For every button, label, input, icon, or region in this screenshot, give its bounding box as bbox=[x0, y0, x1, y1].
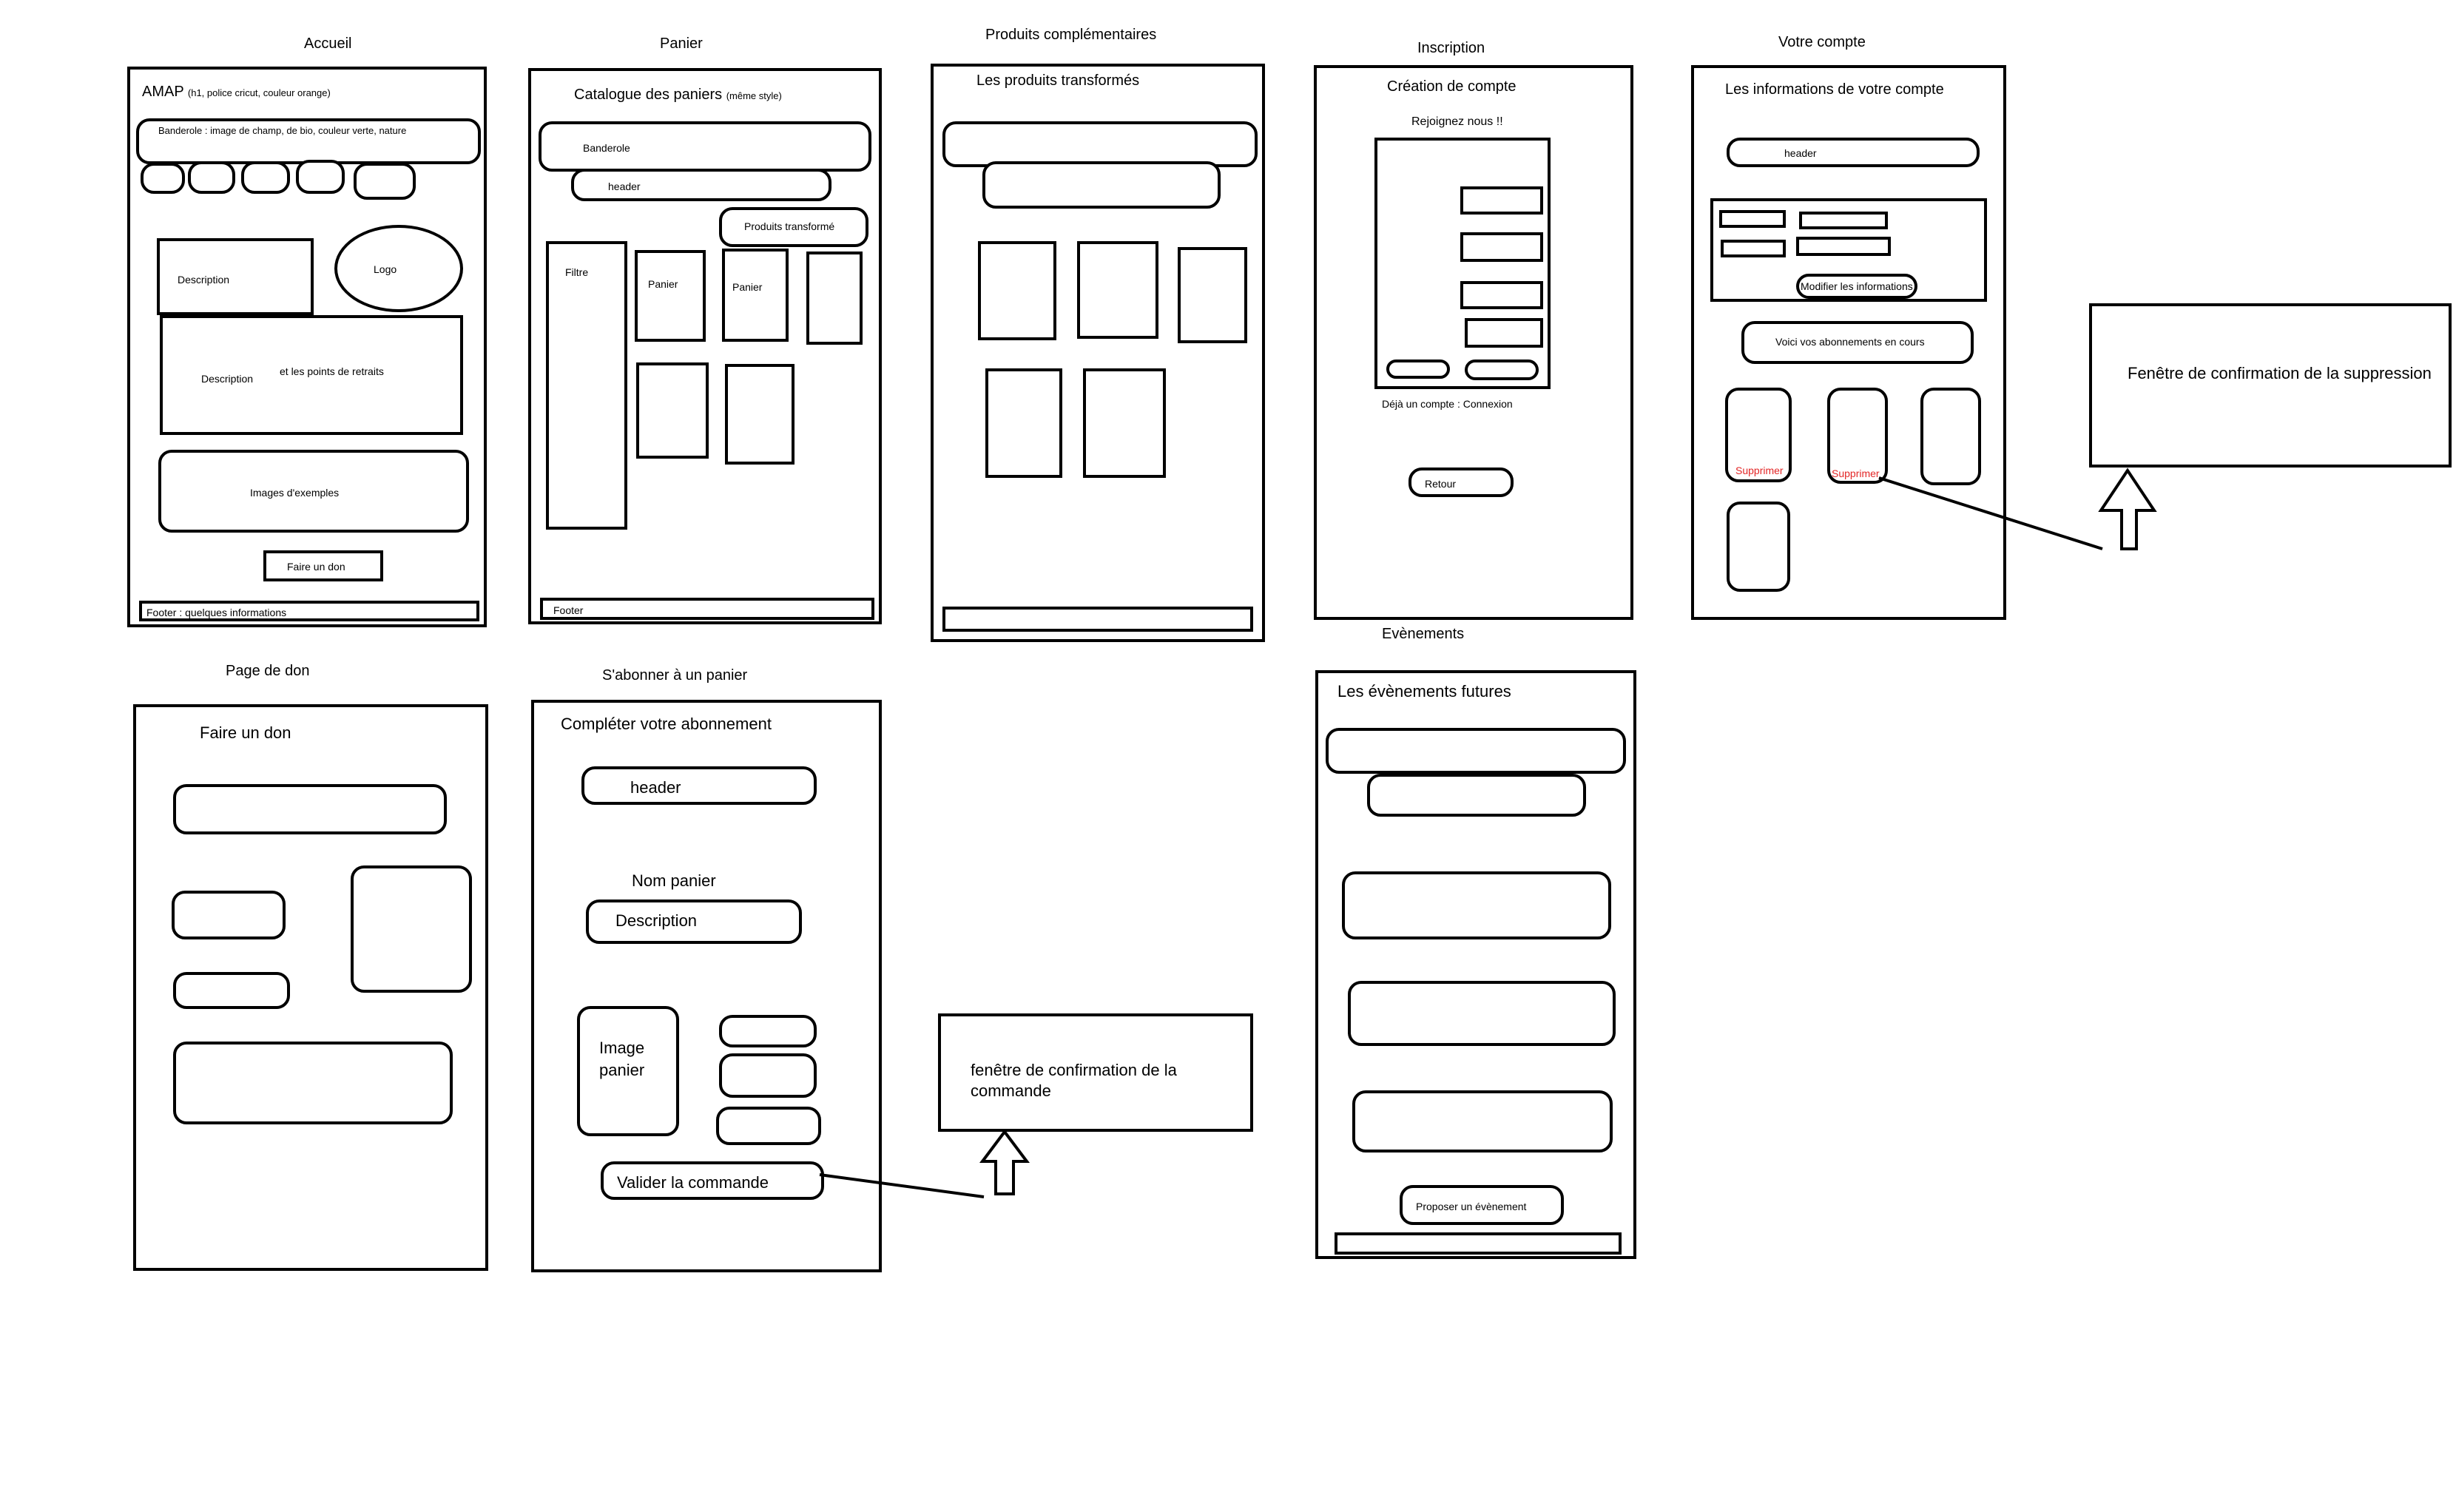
produits-item-4[interactable] bbox=[985, 368, 1062, 478]
title-don: Page de don bbox=[226, 663, 310, 679]
abonner-header: header bbox=[581, 766, 817, 805]
compte-info-label-1 bbox=[1719, 210, 1786, 228]
inscription-heading: Création de compte bbox=[1387, 78, 1517, 95]
don-field-2[interactable] bbox=[173, 972, 290, 1009]
produits-footer bbox=[942, 607, 1253, 632]
accueil-donate-button[interactable]: Faire un don bbox=[263, 550, 383, 581]
produits-item-1[interactable] bbox=[978, 241, 1056, 340]
compte-subscription-4[interactable] bbox=[1727, 502, 1790, 592]
evenements-event-1[interactable] bbox=[1342, 871, 1611, 939]
compte-subscription-1[interactable]: Supprimer bbox=[1725, 388, 1792, 482]
abonner-basket-image: Image panier bbox=[577, 1006, 679, 1136]
compte-info-value-1 bbox=[1799, 212, 1888, 229]
inscription-field-2[interactable] bbox=[1460, 232, 1543, 262]
title-abonner: S'abonner à un panier bbox=[602, 667, 748, 684]
compte-heading: Les informations de votre compte bbox=[1725, 81, 1944, 98]
accueil-images: Images d'exemples bbox=[158, 450, 469, 533]
delete-connector-line bbox=[1878, 476, 2103, 550]
produits-item-5[interactable] bbox=[1083, 368, 1166, 478]
evenements-footer bbox=[1335, 1232, 1622, 1255]
panier-basket-3[interactable] bbox=[806, 252, 863, 345]
inscription-button-1[interactable] bbox=[1386, 360, 1450, 379]
don-heading: Faire un don bbox=[200, 723, 291, 742]
panier-basket-4[interactable] bbox=[636, 362, 709, 459]
abonner-heading: Compléter votre abonnement bbox=[561, 715, 772, 733]
compte-subscriptions: Voici vos abonnements en cours bbox=[1741, 321, 1974, 364]
don-field-1[interactable] bbox=[172, 891, 286, 939]
abonner-option-2[interactable] bbox=[719, 1053, 817, 1098]
accueil-description-2: Description et les points de retraits bbox=[160, 315, 463, 435]
inscription-field-4[interactable] bbox=[1465, 318, 1543, 348]
title-compte: Votre compte bbox=[1778, 34, 1866, 50]
inscription-field-3[interactable] bbox=[1460, 281, 1543, 309]
evenements-event-3[interactable] bbox=[1352, 1090, 1613, 1152]
panier-filter[interactable]: Filtre bbox=[546, 241, 627, 530]
accueil-description-1: Description bbox=[157, 238, 314, 315]
inscription-login-link[interactable]: Déjà un compte : Connexion bbox=[1382, 398, 1513, 410]
compte-info-label-2 bbox=[1721, 240, 1786, 257]
title-produits: Produits complémentaires bbox=[985, 27, 1157, 43]
title-accueil: Accueil bbox=[304, 36, 352, 52]
accueil-nav-4[interactable] bbox=[296, 160, 345, 194]
evenements-event-2[interactable] bbox=[1348, 981, 1616, 1046]
compte-info-value-2 bbox=[1796, 237, 1891, 256]
panier-basket-2[interactable]: Panier bbox=[722, 249, 789, 342]
compte-header: header bbox=[1727, 138, 1980, 167]
abonner-basket-name: Nom panier bbox=[632, 871, 716, 890]
panier-header: header bbox=[571, 169, 831, 201]
suppression-up-arrow bbox=[2098, 468, 2157, 550]
compte-modify-button[interactable]: Modifier les informations bbox=[1796, 274, 1917, 299]
panier-basket-1[interactable]: Panier bbox=[635, 250, 706, 342]
inscription-join: Rejoignez nous !! bbox=[1411, 115, 1503, 128]
title-inscription: Inscription bbox=[1417, 40, 1485, 56]
abonner-description: Description bbox=[586, 900, 802, 944]
panier-transformed-button[interactable]: Produits transformé bbox=[719, 207, 868, 247]
accueil-nav-1[interactable] bbox=[141, 163, 185, 194]
inscription-field-1[interactable] bbox=[1460, 186, 1543, 215]
produits-item-2[interactable] bbox=[1077, 241, 1158, 339]
title-panier: Panier bbox=[660, 36, 703, 52]
produits-heading: Les produits transformés bbox=[976, 72, 1140, 89]
accueil-nav-5[interactable] bbox=[354, 163, 416, 200]
accueil-nav-3[interactable] bbox=[241, 161, 290, 194]
compte-subscription-3[interactable] bbox=[1920, 388, 1981, 485]
inscription-button-2[interactable] bbox=[1465, 360, 1539, 380]
accueil-logo: Logo bbox=[334, 225, 463, 312]
accueil-heading: AMAP (h1, police cricut, couleur orange) bbox=[142, 84, 331, 100]
don-banner bbox=[173, 784, 447, 834]
don-amount-area[interactable] bbox=[173, 1042, 453, 1124]
inscription-back-button[interactable]: Retour bbox=[1409, 468, 1514, 497]
suppression-confirmation-window: Fenêtre de confirmation de la suppressio… bbox=[2089, 303, 2452, 468]
evenements-heading: Les évènements futures bbox=[1337, 682, 1511, 701]
evenements-header bbox=[1367, 774, 1586, 817]
evenements-propose-button[interactable]: Proposer un évènement bbox=[1400, 1185, 1564, 1225]
panier-heading: Catalogue des paniers (même style) bbox=[574, 87, 782, 103]
don-image bbox=[351, 865, 472, 993]
produits-item-3[interactable] bbox=[1178, 247, 1247, 343]
validate-connector-line bbox=[819, 1173, 985, 1198]
accueil-footer: Footer : quelques informations bbox=[139, 601, 479, 621]
produits-header bbox=[982, 161, 1221, 209]
abonner-option-3[interactable] bbox=[716, 1107, 821, 1145]
commande-confirmation-window: fenêtre de confirmation de la commande bbox=[938, 1013, 1253, 1132]
compte-subscription-2[interactable]: Supprimer bbox=[1827, 388, 1888, 484]
evenements-banner bbox=[1326, 728, 1626, 774]
abonner-validate-button[interactable]: Valider la commande bbox=[601, 1161, 824, 1200]
title-evenements: Evènements bbox=[1382, 626, 1465, 642]
accueil-nav-2[interactable] bbox=[188, 161, 235, 194]
commande-up-arrow bbox=[979, 1129, 1030, 1195]
panier-footer: Footer bbox=[540, 598, 874, 620]
abonner-option-1[interactable] bbox=[719, 1015, 817, 1047]
panier-basket-5[interactable] bbox=[725, 364, 795, 465]
